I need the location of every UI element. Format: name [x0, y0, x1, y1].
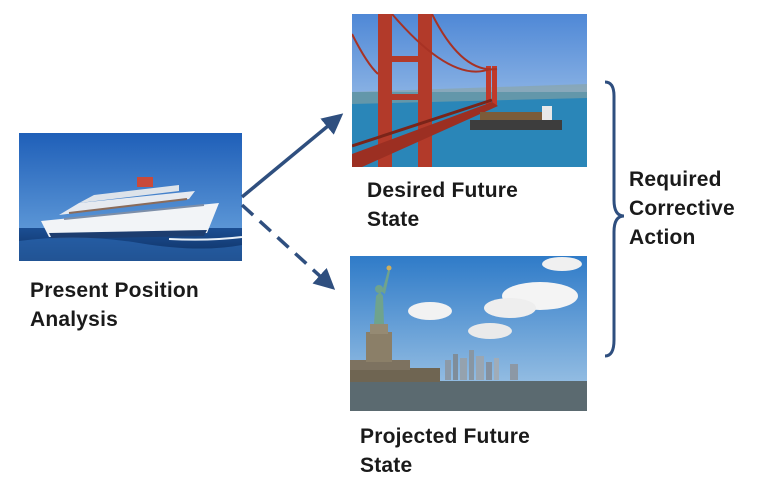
cruise-ship-image — [19, 133, 242, 261]
present-position-label: Present Position Analysis — [30, 279, 199, 331]
projected-future-state-label: Projected Future State — [360, 425, 531, 477]
right-brace — [604, 80, 625, 358]
golden-gate-bridge-image — [352, 14, 587, 167]
dashed-arrow-to-projected — [240, 203, 336, 290]
required-corrective-action-label: Required Corrective Action — [629, 168, 735, 249]
statue-of-liberty-image — [350, 256, 587, 411]
arrow-to-desired — [240, 113, 344, 199]
desired-future-state-label: Desired Future State — [367, 179, 518, 231]
